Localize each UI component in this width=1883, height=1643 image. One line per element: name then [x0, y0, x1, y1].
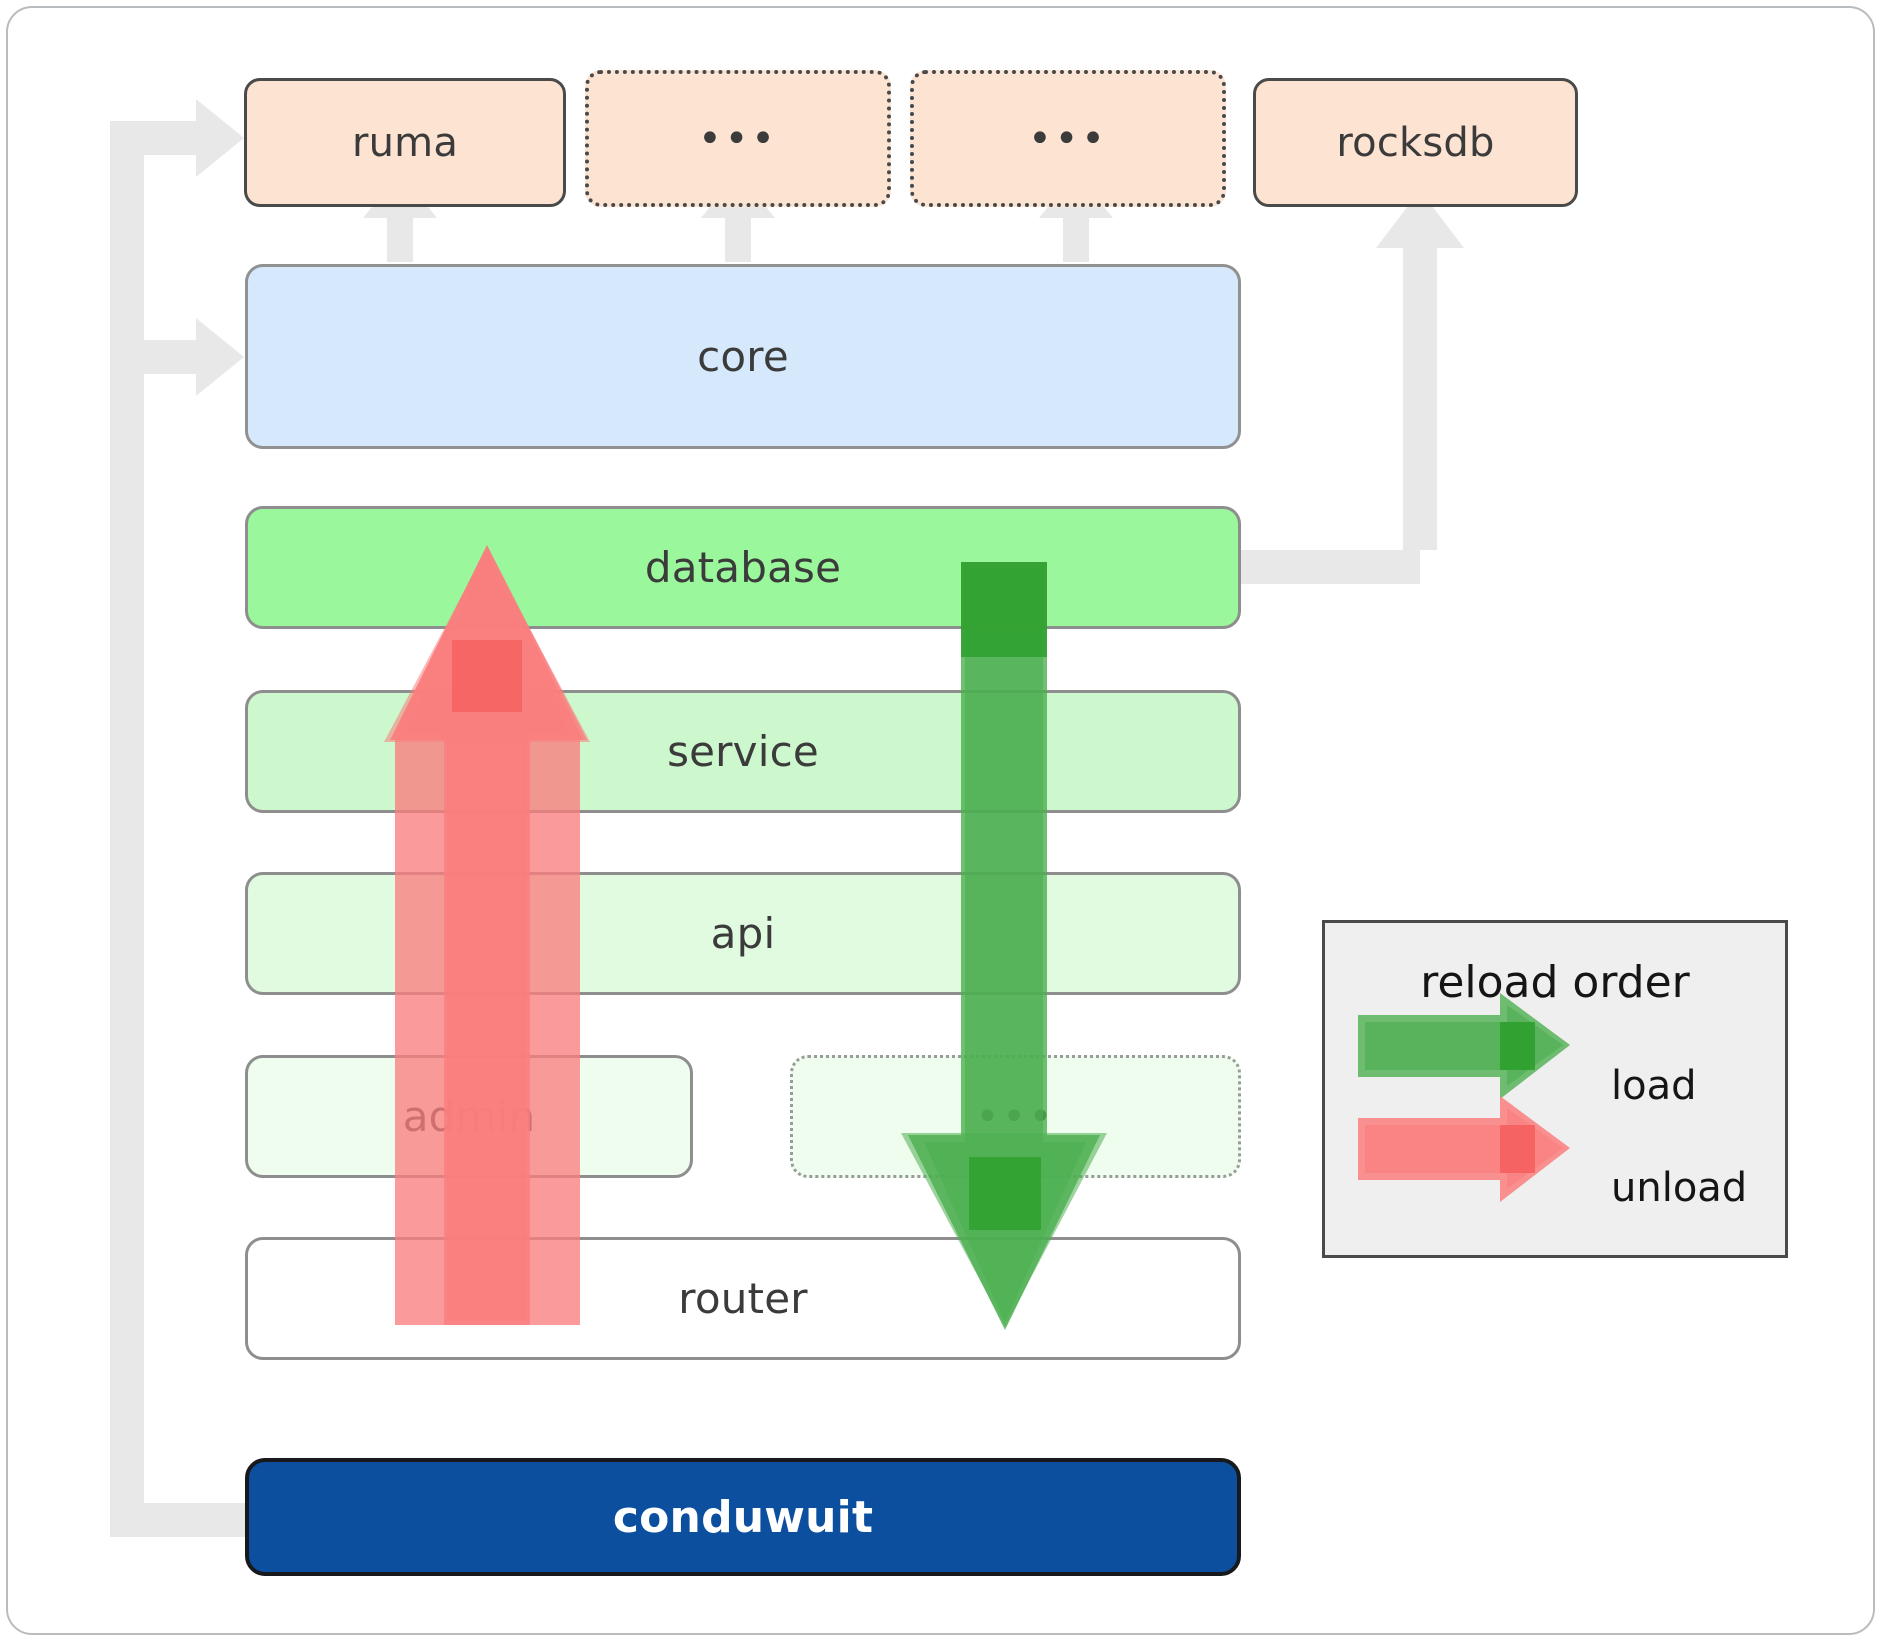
legend-panel: reload order load unload: [1322, 920, 1788, 1258]
layer-label-admin: admin: [402, 1092, 536, 1141]
layer-box-admin[interactable]: admin: [245, 1055, 693, 1178]
dependency-box-ruma[interactable]: ruma: [244, 78, 566, 207]
legend-label-unload: unload: [1611, 1165, 1748, 1211]
layer-box-database[interactable]: database: [245, 506, 1241, 629]
dependency-label-ellipsis-2: •••: [1028, 115, 1108, 162]
layer-label-service: service: [667, 727, 819, 776]
layer-box-service[interactable]: service: [245, 690, 1241, 813]
root-box-conduwuit[interactable]: conduwuit: [245, 1458, 1241, 1576]
dependency-label-rocksdb: rocksdb: [1336, 119, 1495, 166]
root-label-conduwuit: conduwuit: [612, 1491, 874, 1543]
legend-arrow-glyphs: [1358, 993, 1570, 1202]
layer-label-router: router: [678, 1274, 808, 1323]
dependency-label-ruma: ruma: [351, 119, 459, 166]
legend-title: reload order: [1420, 957, 1690, 1008]
layer-box-api[interactable]: api: [245, 872, 1241, 995]
layer-label-ellipsis: •••: [975, 1093, 1056, 1140]
legend-load-arrow: [1358, 993, 1570, 1099]
layer-label-api: api: [710, 909, 776, 958]
core-box[interactable]: core: [245, 264, 1241, 449]
dependency-box-ellipsis-2[interactable]: •••: [910, 70, 1226, 207]
legend-unload-arrow: [1358, 1096, 1570, 1202]
dependency-label-ellipsis-1: •••: [698, 115, 778, 162]
layer-box-ellipsis[interactable]: •••: [790, 1055, 1241, 1178]
dependency-box-ellipsis-1[interactable]: •••: [585, 70, 891, 207]
dependency-box-rocksdb[interactable]: rocksdb: [1253, 78, 1578, 207]
layer-label-database: database: [644, 543, 842, 592]
core-label: core: [697, 332, 789, 381]
legend-label-load: load: [1611, 1063, 1697, 1109]
layer-box-router[interactable]: router: [245, 1237, 1241, 1360]
